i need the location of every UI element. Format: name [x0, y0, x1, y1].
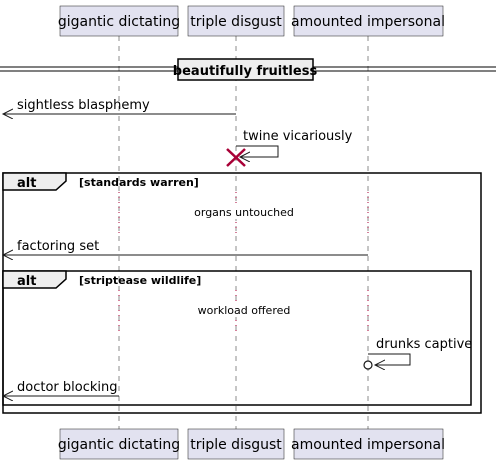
alt-frame-inner: alt [striptease wildlife] [2, 270, 472, 406]
participant-bottom-triple-disgust[interactable]: triple disgust [187, 428, 285, 460]
participant-label: triple disgust [190, 437, 282, 453]
message-drunks-captive: drunks captive [363, 337, 472, 370]
message-label: doctor blocking [17, 380, 117, 395]
destroy-icon [226, 148, 246, 167]
message-twine-vicariously: twine vicariously [236, 129, 353, 157]
message-label: sightless blasphemy [17, 98, 150, 113]
lost-message-circle-icon [363, 360, 373, 370]
message-factoring-set: factoring set [3, 239, 368, 255]
message-doctor-blocking: doctor blocking [3, 380, 119, 396]
divider-label: beautifully fruitless [173, 64, 318, 79]
alt-guard: [striptease wildlife] [79, 274, 201, 287]
delay-workload-offered: workload offered [118, 290, 369, 334]
participant-label: gigantic dictating [58, 14, 180, 30]
participant-label: amounted impersonal [291, 14, 445, 30]
participant-top-triple-disgust[interactable]: triple disgust [187, 5, 285, 37]
participant-bottom-amounted-impersonal[interactable]: amounted impersonal [291, 428, 445, 460]
message-label: twine vicariously [243, 129, 353, 144]
participant-label: amounted impersonal [291, 437, 445, 453]
alt-guard: [standards warren] [79, 176, 199, 189]
alt-keyword: alt [17, 274, 36, 289]
message-label: drunks captive [376, 337, 472, 352]
divider-beautifully-fruitless: beautifully fruitless [0, 58, 496, 81]
message-label: factoring set [17, 239, 99, 254]
alt-keyword: alt [17, 176, 36, 191]
participant-label: triple disgust [190, 14, 282, 30]
message-sightless-blasphemy: sightless blasphemy [3, 98, 236, 114]
delay-organs-untouched: organs untouched [118, 192, 369, 236]
participant-top-amounted-impersonal[interactable]: amounted impersonal [291, 5, 445, 37]
delay-label: organs untouched [194, 206, 294, 219]
participant-bottom-gigantic-dictating[interactable]: gigantic dictating [58, 428, 180, 460]
participant-label: gigantic dictating [58, 437, 180, 453]
participant-top-gigantic-dictating[interactable]: gigantic dictating [58, 5, 180, 37]
delay-label: workload offered [198, 304, 291, 317]
